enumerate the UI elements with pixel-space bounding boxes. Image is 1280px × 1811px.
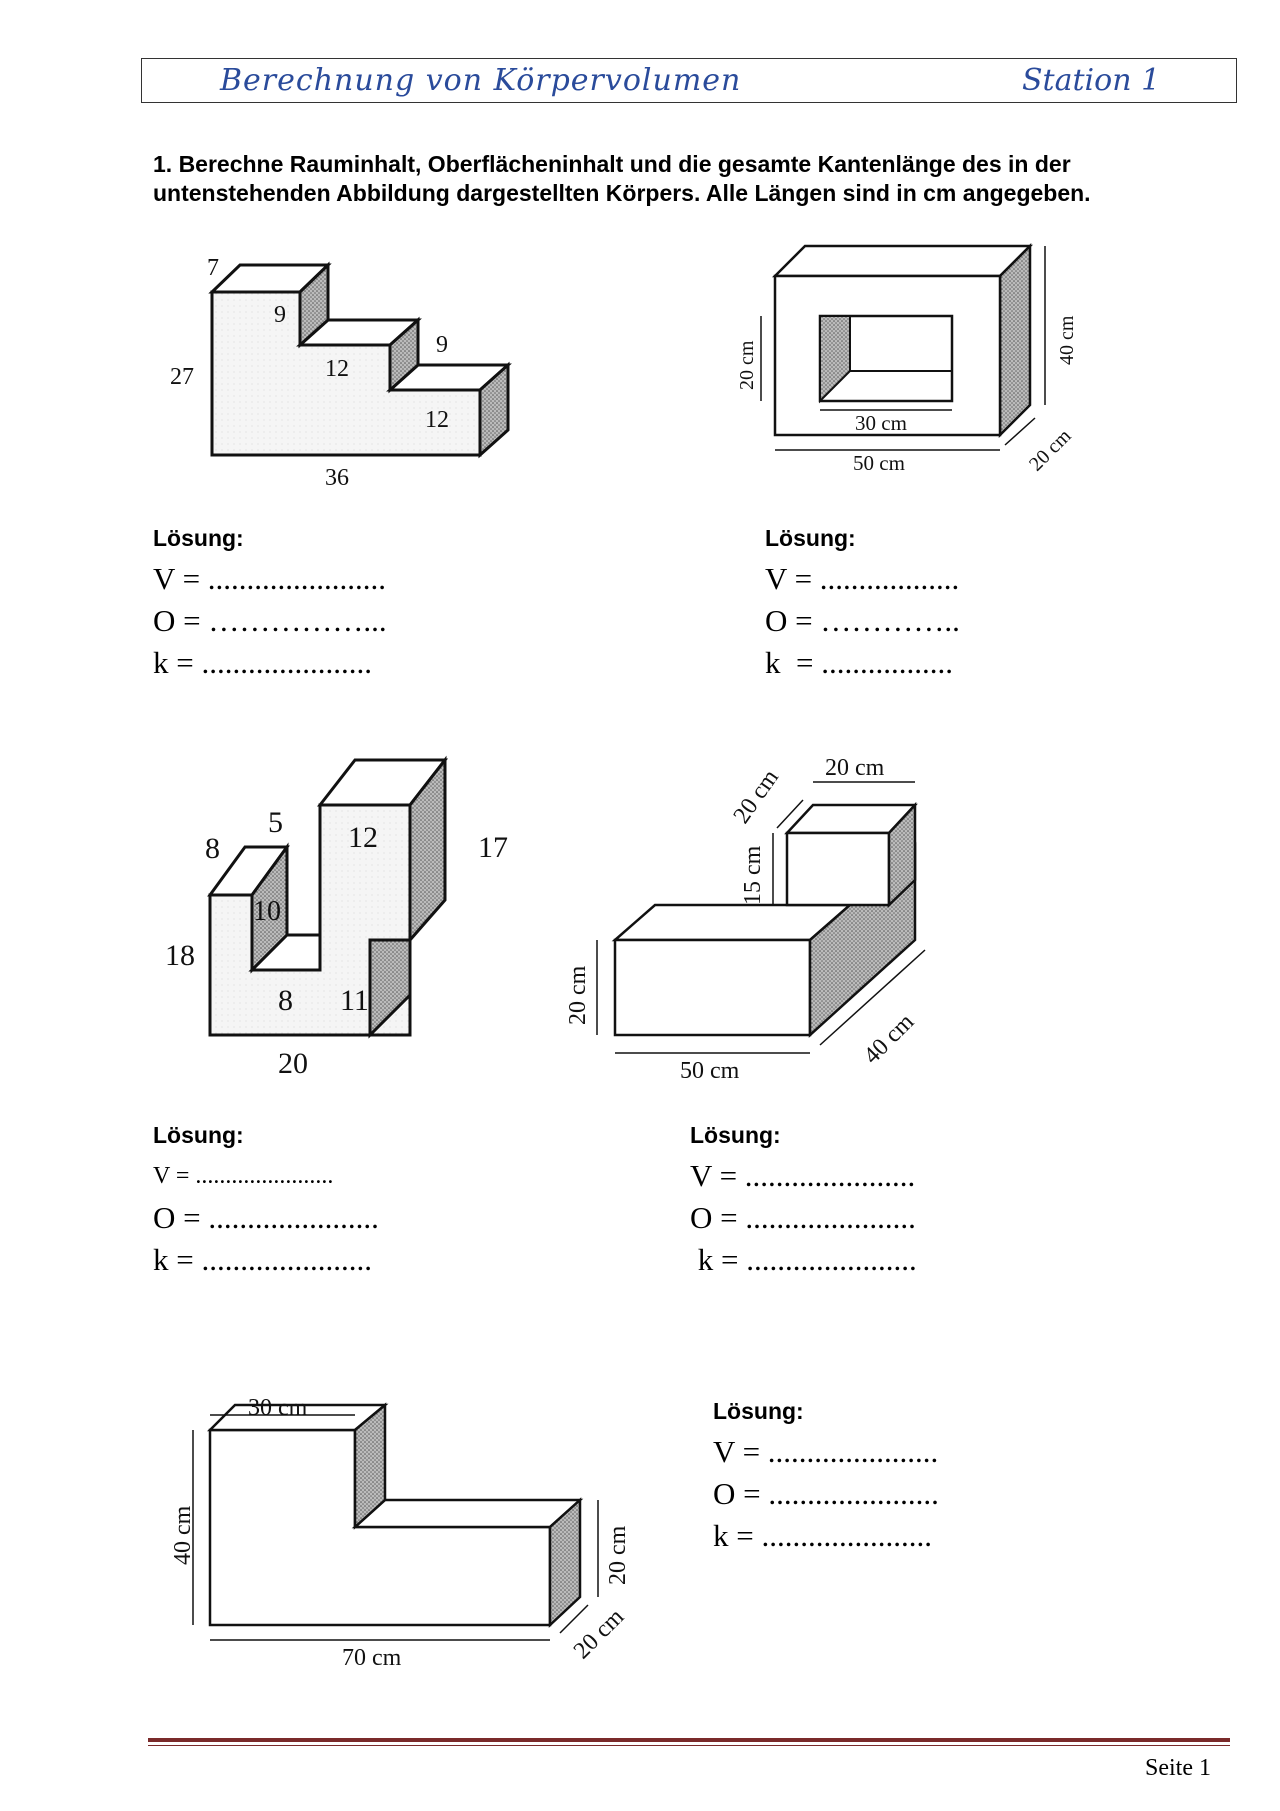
solution-label: Lösung:	[153, 525, 244, 551]
solution-label: Lösung:	[713, 1398, 804, 1424]
fig2-label-inner-width: 30 cm	[855, 411, 907, 435]
fig4-label-top-height: 15 cm	[740, 845, 766, 905]
fig5-label-depth: 20 cm	[569, 1604, 630, 1665]
answer-volume[interactable]: V = ......................	[690, 1158, 916, 1193]
answer-edge-length[interactable]: k = ......................	[690, 1242, 917, 1277]
footer-divider	[148, 1738, 1230, 1742]
fig4-label-top-width: 20 cm	[825, 755, 885, 781]
answer-edge-length[interactable]: k = ......................	[713, 1518, 932, 1553]
fig2-label-height: 20 cm	[736, 340, 758, 390]
answer-volume[interactable]: V = .......................	[153, 561, 387, 596]
answer-volume[interactable]: V = .......................	[153, 1163, 334, 1189]
solution-block-1: Lösung: V = ....................... O = …	[153, 525, 387, 684]
page-number: Seite 1	[1145, 1755, 1211, 1781]
answer-surface[interactable]: O = ......................	[690, 1200, 916, 1235]
figure-stair-body: 7 9 9 12 12 27 36	[170, 255, 512, 491]
footer-divider-thin	[148, 1745, 1230, 1746]
solution-label: Lösung:	[765, 525, 856, 551]
fig1-label-7: 7	[207, 255, 219, 281]
task-instruction: 1. Berechne Rauminhalt, Oberflächeninhal…	[153, 151, 1091, 206]
figure-l-body-with-cube: 20 cm 20 cm 15 cm 20 cm 50 cm 40 cm	[565, 755, 926, 1084]
fig1-label-36: 36	[325, 465, 349, 491]
answer-surface[interactable]: O = ......................	[713, 1476, 939, 1511]
fig2-label-outer-height: 40 cm	[1056, 315, 1078, 365]
fig5-label-right-height: 20 cm	[605, 1525, 631, 1585]
fig5-label-width: 70 cm	[342, 1645, 402, 1671]
fig3-label-11: 11	[340, 984, 369, 1017]
fig1-label-12a: 12	[325, 356, 349, 382]
fig4-label-base-depth: 40 cm	[859, 1009, 920, 1070]
fig5-label-height: 40 cm	[170, 1505, 196, 1565]
worksheet-header: Berechnung von Körpervolumen Station 1	[141, 58, 1237, 103]
fig3-label-17: 17	[478, 831, 508, 864]
fig1-label-9a: 9	[274, 302, 286, 328]
answer-volume[interactable]: V = ......................	[713, 1434, 939, 1469]
figure-u-shaped-body: 5 8 12 17 10 18 8 11 20	[165, 755, 508, 1080]
answer-surface[interactable]: O = …………..	[765, 603, 960, 638]
fig2-label-depth: 20 cm	[1025, 425, 1076, 476]
solution-block-5: Lösung: V = ...................... O = .…	[713, 1398, 939, 1557]
fig3-label-20: 20	[278, 1047, 308, 1080]
answer-volume[interactable]: V = ..................	[765, 561, 960, 596]
answer-surface[interactable]: O = ……………...	[153, 603, 387, 638]
fig3-label-8a: 8	[205, 832, 220, 865]
fig3-label-5: 5	[268, 806, 283, 839]
solution-block-2: Lösung: V = .................. O = ………….…	[765, 525, 960, 684]
solution-block-4: Lösung: V = ...................... O = .…	[690, 1122, 917, 1281]
fig3-label-8b: 8	[278, 984, 293, 1017]
worksheet-title: Berechnung von Körpervolumen	[220, 63, 742, 98]
answer-edge-length[interactable]: k = ......................	[153, 645, 372, 680]
fig3-label-10: 10	[253, 896, 281, 927]
fig3-label-18: 18	[165, 939, 195, 972]
figure-box-with-opening: 20 cm 30 cm 50 cm 40 cm 20 cm	[736, 242, 1078, 476]
fig1-label-12b: 12	[425, 407, 449, 433]
answer-edge-length[interactable]: k = ......................	[153, 1242, 372, 1277]
solution-block-3: Lösung: V = ....................... O = …	[153, 1122, 379, 1281]
fig1-label-27: 27	[170, 364, 194, 390]
fig3-label-12: 12	[348, 821, 378, 854]
fig2-label-outer-width: 50 cm	[853, 451, 905, 475]
fig4-label-base-height: 20 cm	[565, 965, 591, 1025]
fig5-label-top-width: 30 cm	[248, 1395, 308, 1421]
solution-label: Lösung:	[153, 1122, 244, 1148]
answer-edge-length[interactable]: k = .................	[765, 645, 953, 680]
station-label: Station 1	[1022, 63, 1161, 98]
fig1-label-9b: 9	[436, 332, 448, 358]
figure-l-profile-body: 30 cm 40 cm 20 cm 70 cm 20 cm	[170, 1395, 631, 1671]
fig4-label-top-depth: 20 cm	[729, 765, 785, 829]
solution-label: Lösung:	[690, 1122, 781, 1148]
answer-surface[interactable]: O = ......................	[153, 1200, 379, 1235]
fig4-label-base-width: 50 cm	[680, 1058, 740, 1084]
